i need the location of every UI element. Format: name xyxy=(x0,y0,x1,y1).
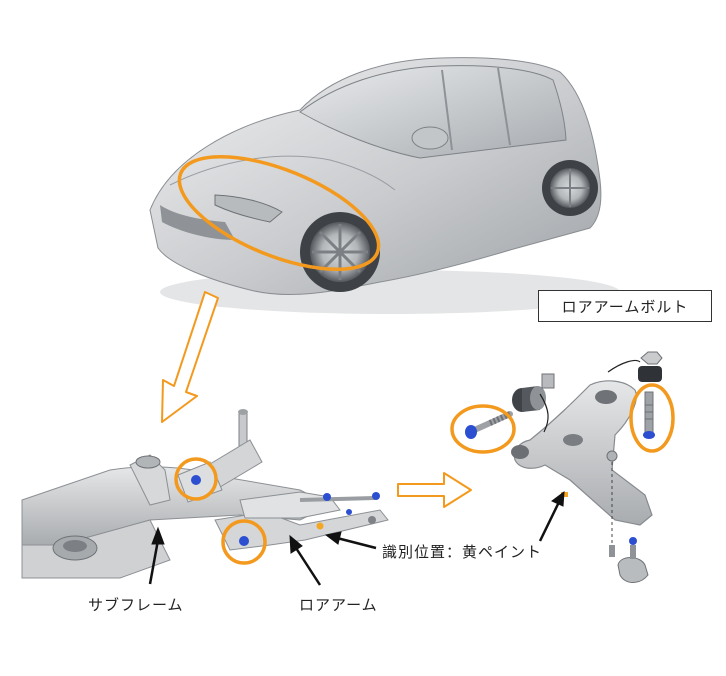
hollow-arrow-down xyxy=(161,291,219,423)
identification-position-label: 識別位置：黄ペイント xyxy=(382,543,543,561)
subframe-label: サブフレーム xyxy=(88,596,184,614)
left-bolt-highlight xyxy=(450,404,516,454)
lower-arm-exploded-illustration xyxy=(450,351,675,583)
lower-arm-label: ロアアーム xyxy=(299,596,378,614)
right-bolt-highlight xyxy=(629,383,675,453)
subframe-illustration xyxy=(21,409,389,579)
lower-arm-bolt-callout: ロアアームボルト xyxy=(538,290,712,322)
front-area-highlight xyxy=(177,154,381,272)
subframe-bolt-highlight-upper xyxy=(174,457,218,501)
hollow-arrow-right xyxy=(397,472,472,508)
leader-arrows xyxy=(148,490,565,586)
lower-arm-bolt-label: ロアアームボルト xyxy=(561,297,689,316)
car-illustration xyxy=(149,57,620,314)
subframe-bolt-highlight-lower xyxy=(221,519,267,565)
